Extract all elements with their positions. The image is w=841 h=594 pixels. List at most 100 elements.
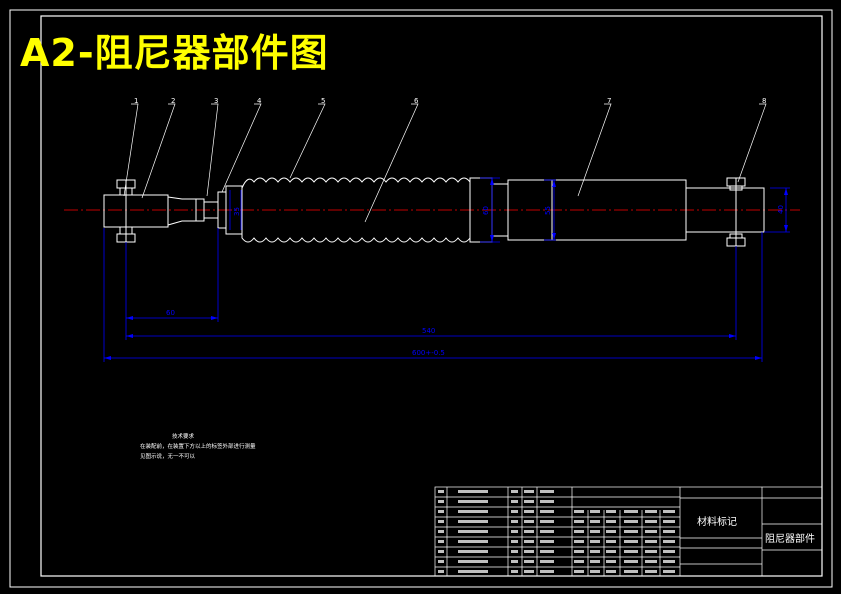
title-block-cell-mark: [606, 530, 616, 533]
rod-end-eye-right: [685, 187, 765, 233]
title-block-cell-mark: [438, 520, 444, 523]
part-label-8: 8: [762, 97, 766, 105]
title-block-cell-mark: [524, 530, 534, 533]
title-block-cell-mark: [645, 510, 657, 513]
title-block-cell-mark: [590, 560, 600, 563]
title-block-cell-mark: [438, 490, 444, 493]
title-block-cell-mark: [524, 550, 534, 553]
title-block-cell-mark: [540, 560, 554, 563]
title-block-cell-mark: [458, 530, 488, 533]
sheet-border-outer: [9, 9, 833, 588]
title-block-cell-mark: [663, 510, 675, 513]
title-block-cell-mark: [645, 570, 657, 573]
title-block-cell-mark: [663, 530, 675, 533]
notes-heading: 技术要求: [172, 434, 195, 440]
title-block-cell-mark: [606, 550, 616, 553]
title-block-cell-mark: [624, 510, 638, 513]
rod-end-eye-left: [103, 194, 169, 228]
dimension-value-6: 55: [544, 206, 552, 215]
dimension-value-5: 60: [482, 206, 490, 215]
title-block-cell-mark: [511, 540, 518, 543]
drawing-name: 阻尼器部件: [765, 534, 815, 545]
title-block-cell-mark: [511, 570, 518, 573]
dimension-value-1: 60: [166, 309, 175, 317]
title-block-cell-mark: [524, 560, 534, 563]
title-block-cell-mark: [524, 570, 534, 573]
title-block-cell-mark: [540, 530, 554, 533]
title-block: [434, 486, 823, 577]
part-label-1: 1: [134, 97, 138, 105]
notes-line-1: 在装配前，在装置下方以上的标签外部进行测量: [140, 444, 256, 450]
title-block-cell-mark: [663, 550, 675, 553]
part-label-5: 5: [321, 97, 325, 105]
title-block-cell-mark: [606, 570, 616, 573]
title-block-cell-mark: [458, 560, 488, 563]
title-block-cell-mark: [645, 540, 657, 543]
part-label-7: 7: [607, 97, 611, 105]
title-block-cell-mark: [438, 530, 444, 533]
title-block-cell-mark: [606, 540, 616, 543]
title-block-cell-mark: [540, 500, 554, 503]
title-block-cell-mark: [663, 560, 675, 563]
title-block-cell-mark: [574, 570, 584, 573]
part-label-2: 2: [171, 97, 175, 105]
title-block-cell-mark: [590, 530, 600, 533]
material-mark-label: 材料标记: [697, 517, 737, 528]
title-block-cell-mark: [590, 510, 600, 513]
title-block-cell-mark: [511, 550, 518, 553]
title-block-cell-mark: [511, 530, 518, 533]
rod-end-neck: [167, 196, 197, 226]
title-block-cell-mark: [540, 490, 554, 493]
title-block-cell-mark: [540, 540, 554, 543]
title-block-cell-mark: [624, 540, 638, 543]
dimension-arrows: [104, 178, 788, 360]
title-block-cell-mark: [511, 490, 518, 493]
title-block-cell-mark: [540, 570, 554, 573]
title-block-cell-mark: [540, 520, 554, 523]
title-block-cell-mark: [645, 550, 657, 553]
title-block-cell-mark: [458, 490, 488, 493]
leader-lines: [123, 103, 767, 223]
title-block-cell-mark: [624, 530, 638, 533]
title-block-cell-mark: [574, 530, 584, 533]
part-label-4: 4: [257, 97, 262, 105]
title-block-cell-mark: [458, 570, 488, 573]
part-labels: 1 2 3 4 5 6 7 8: [134, 97, 766, 105]
damper-assembly: [103, 177, 765, 247]
title-block-cell-mark: [540, 510, 554, 513]
dimension-value-4: 35: [233, 207, 241, 216]
dimension-value-2: 540: [422, 327, 435, 335]
title-block-cell-mark: [590, 540, 600, 543]
title-block-cell-mark: [524, 500, 534, 503]
title-block-cell-mark: [624, 560, 638, 563]
title-block-cell-mark: [645, 520, 657, 523]
title-block-cell-mark: [624, 570, 638, 573]
title-block-cell-mark: [606, 520, 616, 523]
title-block-cell-mark: [574, 550, 584, 553]
title-block-cell-mark: [606, 510, 616, 513]
technical-notes: 技术要求 在装配前，在装置下方以上的标签外部进行测量 见图示说，无一不可以: [140, 432, 256, 462]
title-block-cell-mark: [438, 500, 444, 503]
title-block-cell-mark: [574, 510, 584, 513]
title-block-cell-mark: [438, 540, 444, 543]
notes-line-2: 见图示说，无一不可以: [140, 454, 196, 460]
title-block-cell-mark: [663, 570, 675, 573]
title-block-cell-mark: [438, 550, 444, 553]
title-block-cell-mark: [524, 490, 534, 493]
title-block-cell-marks: [438, 490, 675, 573]
page-title: A2-阻尼器部件图: [20, 31, 329, 75]
title-block-cell-mark: [590, 570, 600, 573]
title-block-cell-mark: [574, 560, 584, 563]
title-block-cell-mark: [540, 550, 554, 553]
title-block-cell-mark: [663, 540, 675, 543]
part-label-3: 3: [214, 97, 218, 105]
title-block-cell-mark: [458, 520, 488, 523]
title-block-cell-mark: [524, 520, 534, 523]
title-block-cell-mark: [606, 560, 616, 563]
title-block-cell-mark: [590, 550, 600, 553]
title-block-cell-mark: [524, 540, 534, 543]
title-block-cell-mark: [438, 570, 444, 573]
title-block-cell-mark: [458, 510, 488, 513]
title-block-cell-mark: [511, 500, 518, 503]
title-block-cell-mark: [524, 510, 534, 513]
